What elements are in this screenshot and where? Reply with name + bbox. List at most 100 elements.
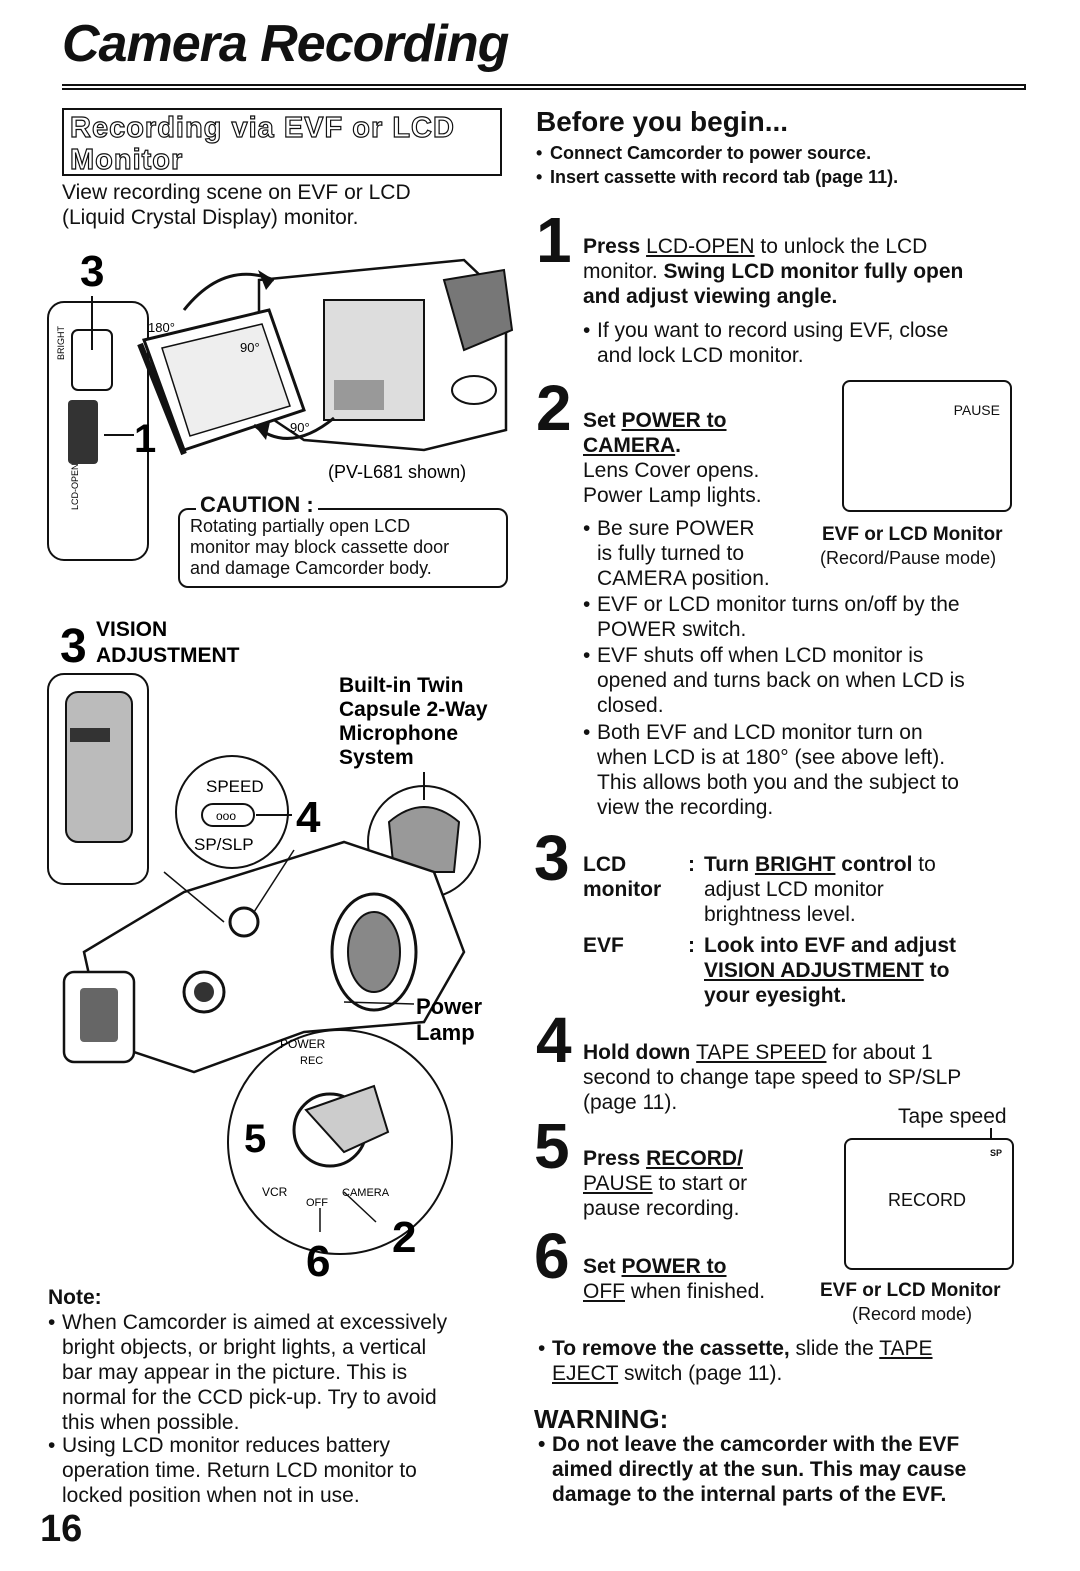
angle-90-a: 90° — [240, 340, 260, 355]
step-3-evf-l3: your eyesight. — [704, 984, 847, 1007]
step-3-control: control — [835, 853, 913, 876]
monitor-1-caption-2: (Record/Pause mode) — [820, 548, 997, 568]
step-1-sub2: and lock LCD monitor. — [597, 344, 804, 367]
speed-button — [201, 803, 255, 827]
step-2-power-to: POWER to — [621, 409, 727, 432]
remove-tape: TAPE — [879, 1337, 933, 1360]
note-bullet-1-line: normal for the CCD pick-up. Try to avoid — [62, 1386, 437, 1409]
section-heading: Recording via EVF or LCD Monitor — [69, 111, 455, 176]
spslp-label: SP/SLP — [194, 835, 254, 854]
step-1-unlock: to unlock the LCD — [754, 235, 928, 258]
step-1-line2b: Swing LCD monitor fully open — [663, 260, 964, 283]
step-2-line4: Power Lamp lights. — [583, 484, 762, 507]
vision-callout: 3 — [60, 620, 87, 673]
warning-label: WARNING: — [534, 1404, 669, 1434]
monitor-pause-text: PAUSE — [953, 402, 1000, 418]
step-2-set: Set — [583, 409, 622, 432]
step-1-press: Press — [583, 235, 647, 258]
monitor-sp-text: SP — [989, 1148, 1002, 1158]
step-6-set: Set — [583, 1255, 622, 1278]
step-3-lcd-l3: brightness level. — [704, 903, 856, 926]
step-5-record: RECORD/ — [646, 1147, 743, 1170]
step-1-sub: If you want to record using EVF, close a… — [597, 318, 948, 368]
angle-90-b: 90° — [290, 420, 310, 435]
step-6-off: OFF — [583, 1280, 625, 1303]
step-1-line2a: monitor. — [583, 260, 664, 283]
note-bullet-2-line: locked position when not in use. — [62, 1484, 360, 1507]
speed-label: SPEED — [206, 777, 264, 796]
callout-4: 4 — [296, 793, 321, 842]
step-5-pause: PAUSE — [583, 1172, 653, 1195]
step-3-lcd-text: Turn BRIGHT control to adjust LCD monito… — [704, 852, 936, 927]
caution-text: Rotating partially open LCD monitor may … — [190, 516, 449, 579]
callout-5: 5 — [244, 1117, 266, 1161]
bright-label: BRIGHT — [56, 325, 66, 360]
step-5-number: 5 — [534, 1110, 570, 1182]
step-5-press: Press — [583, 1147, 647, 1170]
step-1-text: Press LCD-OPEN to unlock the LCD monitor… — [583, 234, 1033, 309]
step-2-b3-2: opened and turns back on when LCD is — [597, 669, 965, 692]
step-3-bright: BRIGHT — [754, 853, 836, 876]
caution-box — [178, 508, 508, 588]
step-2-b4-2: when LCD is at 180° (see above left). — [597, 746, 946, 769]
monitor-2-caption-1: EVF or LCD Monitor — [820, 1280, 1001, 1301]
monitor-pause-screen: PAUSE — [842, 380, 1012, 512]
section-heading-box — [62, 108, 502, 176]
step-2-b2-2: POWER switch. — [597, 618, 747, 641]
caution-label: CAUTION : — [196, 492, 318, 518]
lcd-open-label: LCD-OPEN — [70, 463, 80, 510]
step-2-bullet-2: EVF or LCD monitor turns on/off by the P… — [597, 592, 960, 642]
mic-label-line3: Microphone — [339, 722, 458, 745]
step-3-number: 3 — [534, 822, 570, 894]
model-shown-label: (PV-L681 shown) — [328, 462, 466, 482]
step-3-colon-1: : — [688, 853, 695, 876]
intro-line2: (Liquid Crystal Display) monitor. — [62, 206, 359, 229]
note-bullet-2-line: Using LCD monitor reduces battery — [62, 1434, 390, 1457]
monitor-record-text: RECORD — [888, 1190, 967, 1210]
step-5-line3: pause recording. — [583, 1197, 740, 1220]
before-item-2: Insert cassette with record tab (page 11… — [550, 166, 898, 188]
note-bullet-1-line: bright objects, or bright lights, a vert… — [62, 1336, 427, 1359]
warning-line2: aimed directly at the sun. This may caus… — [552, 1458, 967, 1481]
note-bullet-1-line: this when possible. — [62, 1411, 240, 1434]
step-2-line3: Lens Cover opens. — [583, 459, 760, 482]
step-2-text: Set POWER to CAMERA. Lens Cover opens. P… — [583, 408, 762, 508]
lcd-open-button — [68, 400, 98, 464]
step-2-b4-3: This allows both you and the subject to — [597, 771, 959, 794]
step-2-b2-1: EVF or LCD monitor turns on/off by the — [597, 593, 960, 616]
monitor-2-caption-2: (Record mode) — [852, 1304, 973, 1324]
note-bullet-1-line: When Camcorder is aimed at excessively — [62, 1311, 448, 1334]
note-bullet-1-line: bar may appear in the picture. This is — [62, 1361, 408, 1384]
rec-text: REC — [300, 1055, 323, 1067]
step-3-lcd-l2: adjust LCD monitor — [704, 878, 884, 901]
before-heading: Before you begin... — [536, 106, 789, 137]
section-heading-line2: Monitor — [69, 143, 184, 176]
mic-label-line4: System — [339, 746, 414, 769]
remove-bold: To remove the cassette, — [552, 1337, 790, 1360]
monitor-1-caption-1: EVF or LCD Monitor — [822, 524, 1003, 545]
step-2-b4-4: view the recording. — [597, 796, 774, 819]
step-3-lcd-label: LCD monitor — [583, 852, 661, 902]
remove-rest: slide the — [789, 1337, 880, 1360]
step-2-b4-1: Both EVF and LCD monitor turn on — [597, 721, 923, 744]
remove-rest2: switch (page 11). — [618, 1362, 783, 1385]
section-heading-line1: Recording via EVF or LCD — [69, 111, 455, 144]
callout-2: 2 — [392, 1213, 416, 1262]
page-number: 16 — [40, 1508, 83, 1550]
step-2-bullet-4: Both EVF and LCD monitor turn on when LC… — [597, 720, 959, 820]
step-5-text: Press RECORD/ PAUSE to start or pause re… — [583, 1146, 747, 1221]
step-3-evf-l1: Look into EVF and adjust — [704, 934, 956, 957]
step-4-tape-speed: TAPE SPEED — [696, 1041, 827, 1064]
step-1-line3: and adjust viewing angle. — [583, 285, 838, 308]
step-3-evf-label: EVF — [583, 934, 624, 957]
step-6-rest: when finished. — [625, 1280, 766, 1303]
remove-cassette-note: To remove the cassette, slide the TAPE E… — [552, 1336, 933, 1386]
step-3-lcd2: monitor — [583, 878, 662, 901]
intro-line1: View recording scene on EVF or LCD — [62, 181, 411, 204]
vcr-text: VCR — [262, 1185, 288, 1199]
warning-line1: Do not leave the camcorder with the EVF — [552, 1433, 960, 1456]
